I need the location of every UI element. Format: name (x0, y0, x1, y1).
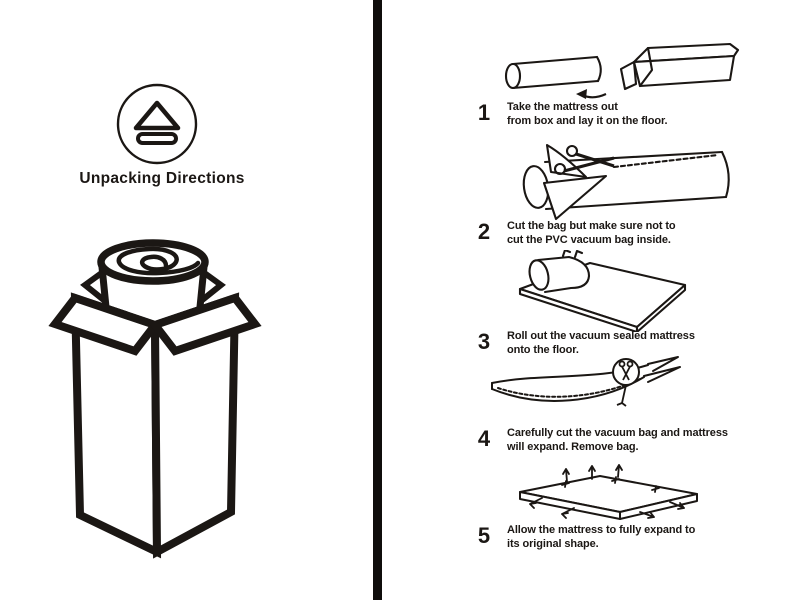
step-3-text: Roll out the vacuum sealed mattress onto… (507, 330, 695, 356)
step-2-number: 2 (477, 219, 491, 244)
expand-arrow-up (562, 468, 570, 483)
expand-arrow-left (561, 507, 575, 519)
expand-arrow-up (588, 465, 596, 480)
sheet-thickness-right (635, 283, 687, 332)
tick-mark (561, 480, 570, 488)
expand-arrow-left (529, 497, 543, 509)
roll-body (536, 255, 591, 294)
step-5-illustration (512, 464, 704, 524)
mattress-in-box-illustration (45, 225, 265, 570)
step-4-number: 4 (477, 426, 491, 451)
eject-triangle (133, 100, 181, 131)
bag-prong-bottom (643, 366, 681, 383)
step-1-number: 1 (477, 100, 491, 125)
tick-mark (651, 485, 660, 493)
sheet-thickness-left (518, 287, 639, 332)
tick-mark (611, 476, 620, 484)
step-5-text: Allow the mattress to fully expand to it… (507, 524, 696, 550)
step-1-illustration (500, 42, 740, 104)
expand-arrow-right (669, 501, 685, 510)
scissors-icon (553, 144, 615, 176)
step-1-text: Take the mattress out from box and lay i… (507, 101, 668, 127)
tape-mark (561, 250, 572, 258)
mattress-thickness-right (619, 493, 698, 520)
tape-mark (573, 250, 584, 259)
step-4-illustration (486, 355, 686, 431)
step-2-text: Cut the bag but make sure not to cut the… (507, 220, 676, 246)
box-flap (619, 60, 638, 91)
step-2-illustration (502, 139, 737, 231)
open-flap-right (148, 293, 262, 356)
expand-arrows (529, 464, 685, 519)
step-3-illustration (505, 250, 700, 332)
icon-circle (116, 83, 198, 165)
cut-bag-flap-bottom (542, 174, 608, 221)
expand-arrow-right (639, 511, 655, 519)
roll-spiral (116, 246, 201, 276)
expand-arrow-up (615, 464, 623, 478)
eject-bar (136, 132, 178, 145)
curved-arrow-icon (576, 89, 607, 99)
dashed-cut-line (612, 153, 720, 169)
roll-end (528, 259, 550, 291)
step-4-text: Carefully cut the vacuum bag and mattres… (507, 427, 728, 453)
scissors-in-circle-icon (612, 358, 640, 407)
vertical-divider (373, 0, 382, 600)
mattress-roll (504, 62, 522, 90)
page-title: Unpacking Directions (79, 170, 245, 187)
box-front (632, 54, 736, 88)
step-3-number: 3 (477, 329, 491, 354)
eject-icon (115, 82, 199, 166)
bag-prong-top (647, 356, 679, 372)
open-flap-left (48, 293, 162, 356)
step-5-number: 5 (477, 523, 491, 548)
